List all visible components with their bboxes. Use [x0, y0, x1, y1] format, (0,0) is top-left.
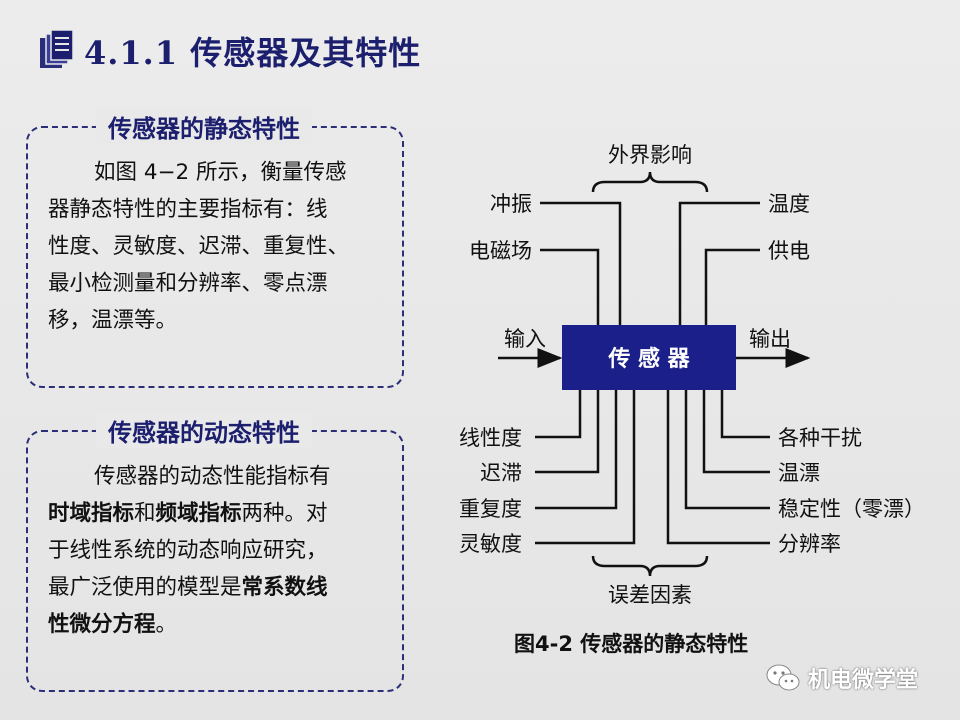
dynamic-panel-text: 传感器的动态性能指标有 时域指标和频域指标两种。对 于线性系统的动态响应研究， …	[48, 458, 394, 643]
connector-line	[702, 390, 770, 474]
dynamic-bold: 频域指标	[155, 501, 242, 526]
sensor-box	[562, 325, 736, 390]
dynamic-text: 两种。对	[241, 501, 328, 526]
static-line: 器静态特性的主要指标有：线	[48, 197, 328, 222]
sensor-box-label: 传 感 器	[607, 346, 690, 372]
bottom-label: 误差因素	[608, 583, 692, 607]
dynamic-line: 传感器的动态性能指标有	[94, 464, 331, 489]
lower-left-label: 迟滞	[480, 461, 522, 485]
top-brace	[591, 171, 709, 193]
bottom-brace	[591, 555, 709, 577]
dynamic-line: 于线性系统的动态响应研究，	[48, 538, 328, 563]
document-icon	[40, 30, 74, 68]
connector-line	[540, 248, 600, 325]
lower-right-label: 分辨率	[778, 532, 841, 556]
lower-left-label: 重复度	[459, 497, 522, 521]
connector-line	[666, 390, 770, 545]
lower-right-label: 温漂	[778, 461, 820, 485]
lower-right-label: 稳定性（零漂）	[778, 497, 925, 521]
dynamic-text: 。	[155, 612, 178, 637]
lower-right-label: 各种干扰	[778, 426, 862, 450]
static-panel-text: 如图 4−2 所示，衡量传感 器静态特性的主要指标有：线 性度、灵敏度、迟滞、重…	[48, 154, 394, 339]
dynamic-bold: 时域指标	[48, 501, 135, 526]
top-label: 外界影响	[608, 143, 692, 167]
dynamic-text: 和	[134, 501, 156, 526]
upper-left-label: 电磁场	[469, 239, 532, 263]
connector-line	[684, 390, 770, 510]
connector-line	[535, 390, 600, 474]
dynamic-panel-heading: 传感器的动态特性	[96, 413, 312, 448]
static-line: 性度、灵敏度、迟滞、重复性、	[48, 234, 350, 259]
connector-line	[720, 390, 770, 439]
connector-line	[535, 390, 618, 510]
connector-line	[540, 201, 622, 325]
upper-left-label: 冲振	[490, 192, 532, 216]
dynamic-bold: 常系数线	[241, 575, 328, 600]
upper-right-label: 供电	[768, 239, 810, 263]
static-characteristics-panel: 传感器的静态特性 如图 4−2 所示，衡量传感 器静态特性的主要指标有：线 性度…	[26, 109, 404, 388]
dynamic-bold: 性微分方程	[48, 612, 156, 637]
connector-line	[535, 390, 582, 439]
output-label: 输出	[749, 327, 791, 351]
dynamic-characteristics-panel: 传感器的动态特性 传感器的动态性能指标有 时域指标和频域指标两种。对 于线性系统…	[26, 413, 404, 692]
static-panel-heading: 传感器的静态特性	[96, 109, 312, 144]
watermark-text: 机电微学堂	[808, 668, 919, 693]
dynamic-text: 最广泛使用的模型是	[48, 575, 242, 600]
static-line: 最小检测量和分辨率、零点漂	[48, 271, 328, 296]
title-bar: 4.1.1 传感器及其特性	[38, 28, 421, 74]
connector-line	[704, 248, 760, 325]
static-line: 如图 4−2 所示，衡量传感	[94, 160, 347, 185]
connector-line	[535, 390, 636, 545]
watermark: 机电微学堂	[766, 662, 918, 694]
chat-bubble-icon	[766, 664, 800, 691]
figure-caption: 图4-2 传感器的静态特性	[514, 632, 749, 656]
page-title: 4.1.1 传感器及其特性	[84, 34, 422, 72]
static-line: 移，温漂等。	[48, 308, 178, 333]
lower-left-label: 灵敏度	[459, 532, 522, 556]
upper-right-label: 温度	[768, 192, 810, 216]
connector-line	[678, 201, 760, 325]
lower-left-label: 线性度	[459, 426, 522, 450]
sensor-diagram: 传 感 器 外界影响 误差因素 输入 输出 冲振 电磁场 温度 供电 线性度 迟…	[459, 143, 925, 607]
input-label: 输入	[504, 327, 546, 351]
